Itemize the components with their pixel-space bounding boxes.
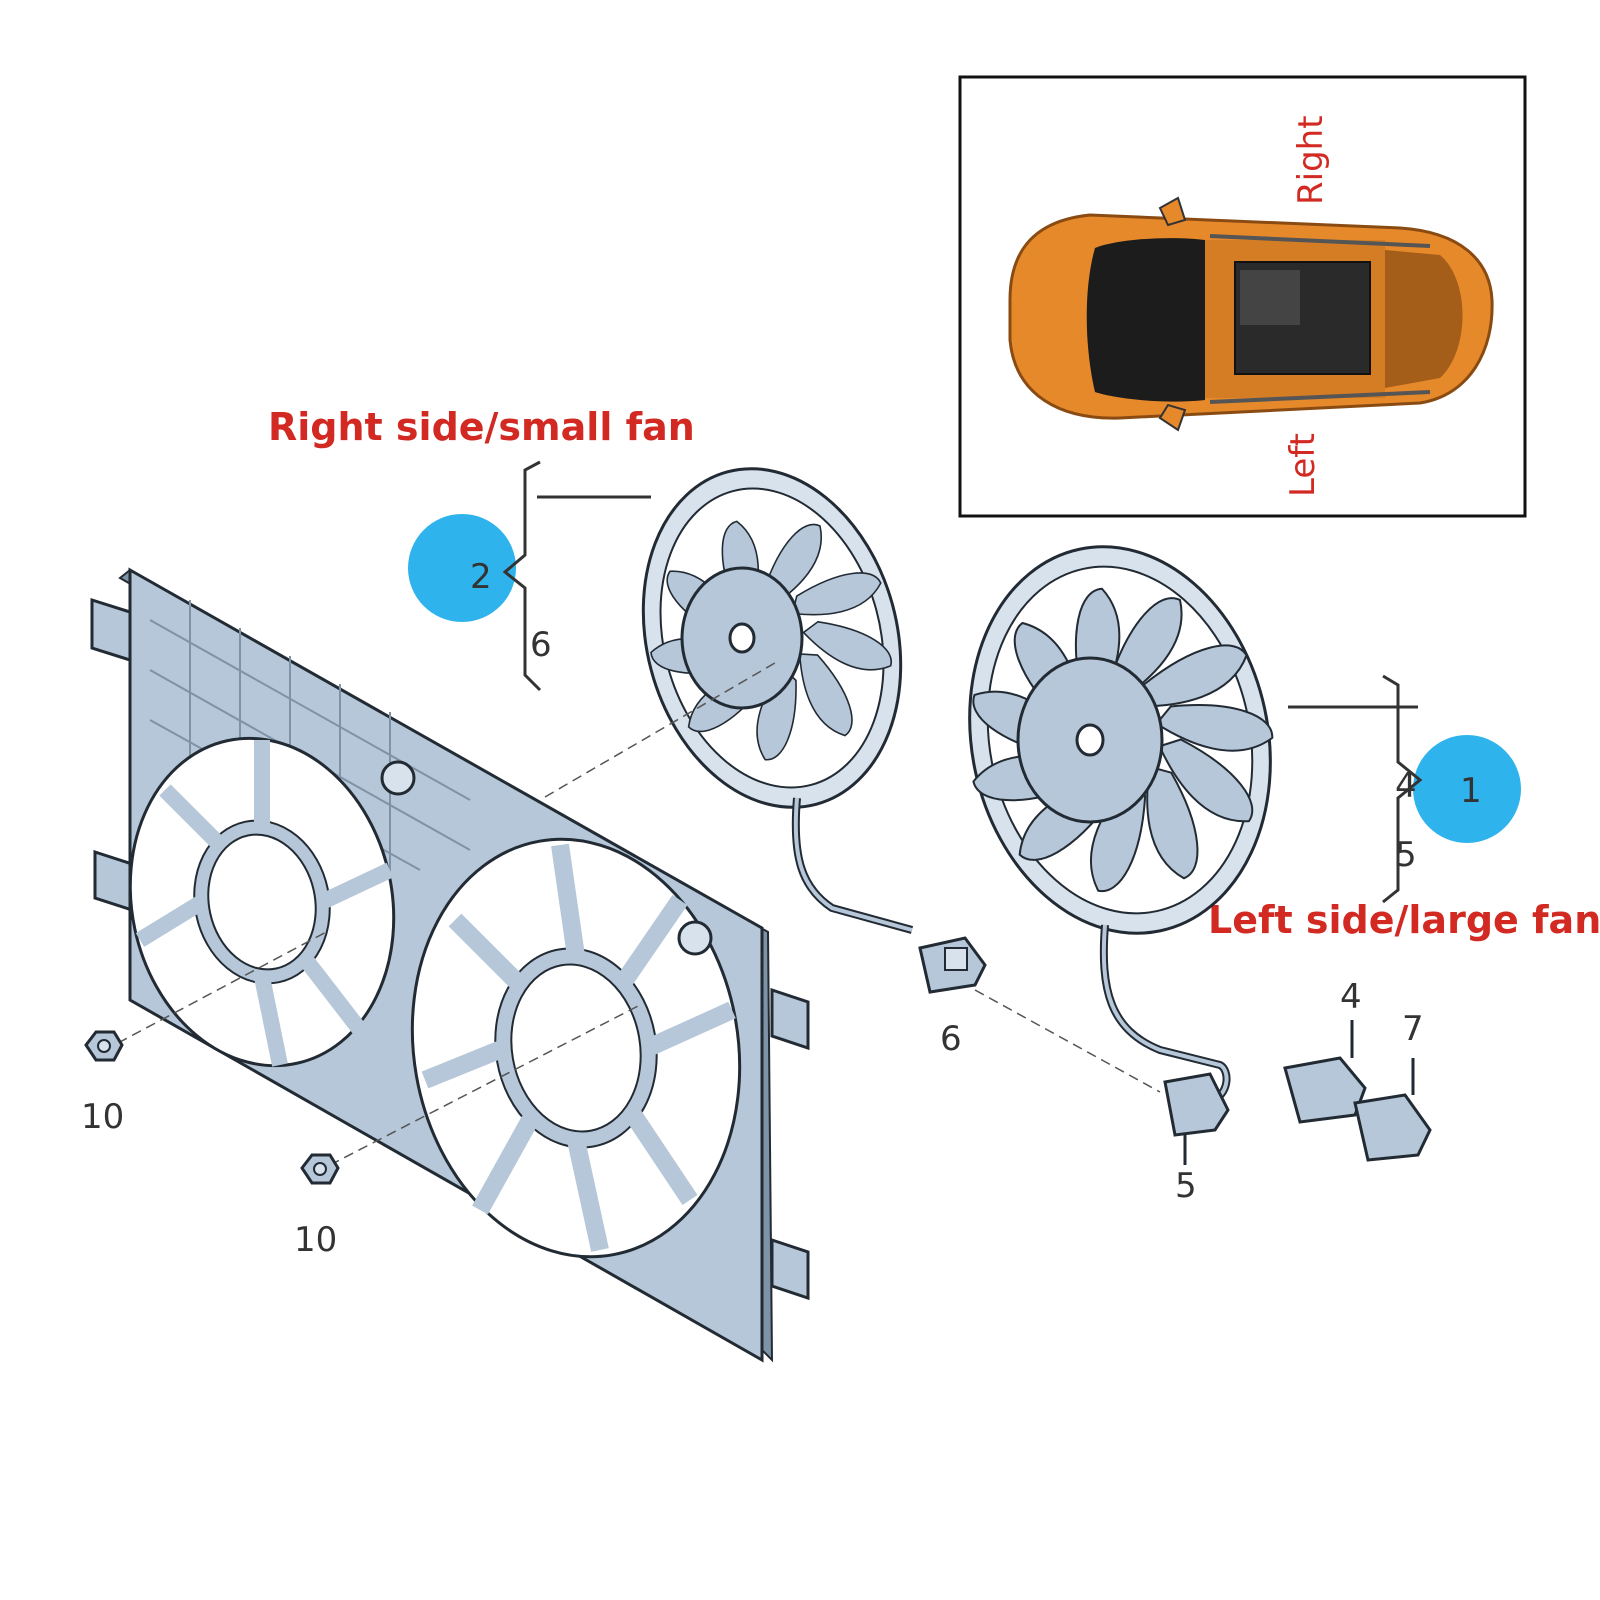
callout-1-part-5: 5 bbox=[1395, 835, 1417, 875]
inset-left-label: Left bbox=[1283, 433, 1323, 497]
callout-2-part-6: 6 bbox=[530, 625, 552, 665]
nut-10-lower bbox=[300, 1153, 340, 1185]
small-fan bbox=[641, 467, 914, 934]
callout-1-circle bbox=[1413, 735, 1521, 843]
fan-shroud bbox=[90, 567, 810, 1363]
callout-large-fan: 1 4 5 bbox=[1288, 674, 1521, 904]
nut-10-upper bbox=[84, 1030, 124, 1062]
large-fan bbox=[968, 545, 1276, 1106]
part-number-7: 7 bbox=[1402, 1009, 1424, 1049]
part-number-4: 4 bbox=[1340, 977, 1362, 1017]
inset-right-label: Right bbox=[1291, 115, 1331, 205]
car-top-view-image bbox=[1008, 196, 1494, 432]
callout-small-fan: 2 6 bbox=[408, 460, 651, 692]
part-number-10-lower: 10 bbox=[294, 1220, 337, 1260]
car-orientation-inset: Right Left bbox=[958, 75, 1527, 518]
part-number-6: 6 bbox=[940, 1019, 962, 1059]
alignment-lines bbox=[117, 659, 1161, 1166]
left-side-large-fan-label: Left side/large fan bbox=[1208, 898, 1600, 942]
callout-2-circle bbox=[408, 514, 516, 622]
callout-2-number: 2 bbox=[470, 557, 492, 597]
connector-7 bbox=[1353, 1058, 1432, 1162]
right-side-small-fan-label: Right side/small fan bbox=[268, 405, 695, 449]
connector-5 bbox=[1163, 1072, 1230, 1165]
connector-4 bbox=[1283, 1020, 1367, 1124]
callout-1-number: 1 bbox=[1460, 771, 1482, 811]
part-number-5: 5 bbox=[1175, 1166, 1197, 1206]
callout-1-part-4: 4 bbox=[1395, 766, 1417, 806]
connector-6 bbox=[918, 936, 987, 994]
part-number-10-upper: 10 bbox=[81, 1097, 124, 1137]
